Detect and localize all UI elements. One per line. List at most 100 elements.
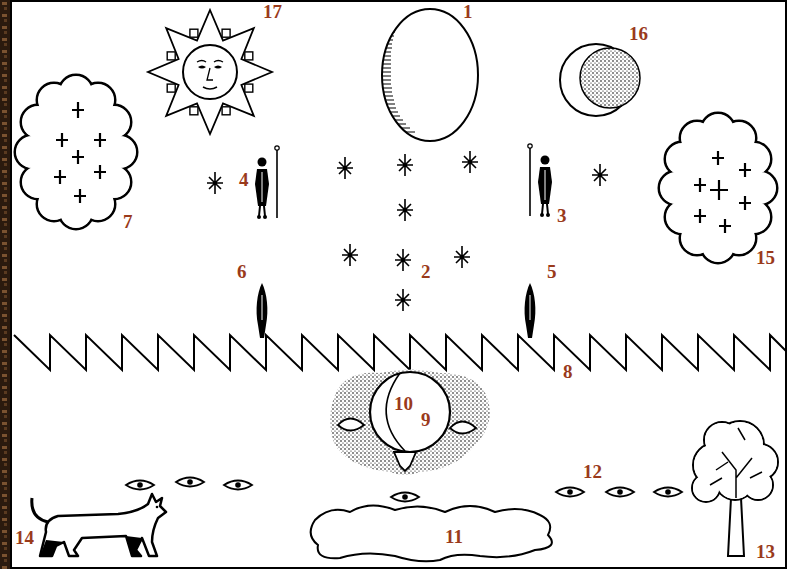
eyes-part <box>176 478 204 487</box>
egg-figure-part <box>380 16 415 132</box>
callout-slot: 15 <box>755 248 776 267</box>
callout-number: 17 <box>262 2 283 21</box>
tree-figure-part-part <box>705 423 739 457</box>
callout-slot: 3 <box>556 206 568 225</box>
callout-number: 5 <box>546 262 558 281</box>
callout-number: 11 <box>444 527 464 546</box>
eyes-part <box>556 488 584 497</box>
tree-figure-part <box>692 421 778 502</box>
callout-slot: 5 <box>546 262 558 281</box>
callout-slot: 10 <box>393 394 414 413</box>
stars-part <box>395 249 411 271</box>
callout-number: 13 <box>755 542 776 561</box>
tree-figure-part <box>693 422 777 501</box>
zigzag-line-part <box>14 335 786 370</box>
human-figures <box>255 144 552 338</box>
puma-figure-part <box>40 494 166 556</box>
callout-slot: 17 <box>262 2 283 21</box>
page-border-part <box>0 0 10 569</box>
callout-number: 7 <box>122 212 134 231</box>
tree-figure-part-part <box>693 475 719 501</box>
egg-figure-part <box>382 9 478 141</box>
stars-part <box>397 199 413 221</box>
eyes-part <box>224 481 252 490</box>
callout-slot: 4 <box>238 170 250 189</box>
sun-figure-part <box>203 87 217 89</box>
egg-figure <box>380 9 478 141</box>
callout-number: 14 <box>14 528 35 547</box>
human-figures-part <box>257 283 268 338</box>
sun-figure-part <box>207 68 213 80</box>
earth-circle-part <box>330 370 490 476</box>
moon-figure <box>560 44 640 116</box>
eyes-part <box>606 488 634 497</box>
sun-figure-part <box>148 10 272 134</box>
sun-figure-part <box>190 29 198 37</box>
earth-circle-part <box>450 422 476 434</box>
sun-figure-part <box>245 52 253 60</box>
tree-figure-part <box>710 428 762 498</box>
stars-part <box>454 246 470 268</box>
callout-slot: 12 <box>582 462 603 481</box>
callout-slot: 14 <box>14 528 35 547</box>
cloud-right-part-part <box>674 128 762 248</box>
stars-part <box>397 154 413 176</box>
cloud-left-part-part <box>30 90 122 214</box>
sun-figure-part <box>197 61 223 63</box>
eyes-part <box>654 488 682 497</box>
cloud-left-part <box>16 76 136 228</box>
puma-figure-part <box>32 498 48 522</box>
callout-slot: 9 <box>420 410 432 429</box>
puma-figure-part <box>40 536 142 556</box>
callout-slot: 6 <box>236 262 248 281</box>
cloud-right-part <box>659 113 777 263</box>
lake-figure <box>311 505 552 561</box>
stars-part <box>395 289 411 311</box>
callout-number: 3 <box>556 206 568 225</box>
callout-number: 4 <box>238 170 250 189</box>
sun-figure-part <box>183 45 237 99</box>
callout-number: 10 <box>393 394 414 413</box>
sun-figure-part <box>167 84 175 92</box>
lake-figure-part <box>311 505 552 561</box>
eyes-part <box>391 493 419 502</box>
callout-slot: 8 <box>562 362 574 381</box>
human-figures-part <box>528 144 552 217</box>
stars-part <box>342 244 358 266</box>
sun-figure <box>148 10 272 134</box>
callout-slot: 11 <box>444 527 464 546</box>
callout-slot: 16 <box>628 24 649 43</box>
cloud-right-part <box>694 151 751 233</box>
stars-part <box>462 151 478 173</box>
callout-number: 1 <box>462 2 474 21</box>
cloud-left <box>15 75 137 229</box>
callout-number: 15 <box>755 248 776 267</box>
cloud-left-part <box>15 75 137 229</box>
callout-number: 16 <box>628 24 649 43</box>
callout-number: 8 <box>562 362 574 381</box>
callout-number: 2 <box>420 262 432 281</box>
egg-figure-part-part <box>380 16 415 132</box>
tree-figure <box>692 421 778 556</box>
eyes-part <box>126 481 154 490</box>
puma-figure <box>32 494 166 556</box>
earth-circle <box>330 370 490 476</box>
cloud-right <box>659 113 777 263</box>
callout-slot: 1 <box>462 2 474 21</box>
callout-slot: 2 <box>420 262 432 281</box>
tree-figure-part-part <box>744 471 772 499</box>
human-figures-part <box>255 146 279 219</box>
cloud-right-part <box>660 114 776 262</box>
callout-number: 9 <box>420 410 432 429</box>
stars-part <box>337 157 353 179</box>
callout-number: 12 <box>582 462 603 481</box>
stars-part <box>592 164 608 186</box>
sun-figure-part <box>190 107 198 115</box>
sun-figure-part <box>222 29 230 37</box>
moon-figure-part <box>580 48 640 108</box>
sun-figure-part <box>245 84 253 92</box>
